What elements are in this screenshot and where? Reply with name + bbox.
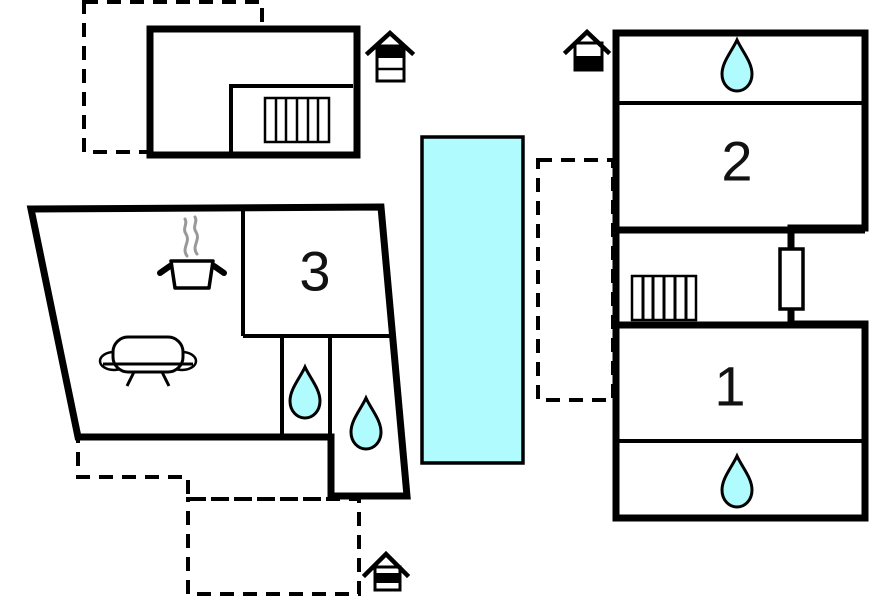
pot-handle-right	[211, 263, 227, 276]
outbuilding-inner-wall	[229, 84, 353, 155]
house-icon	[361, 550, 411, 592]
building-right: 2 1	[612, 29, 869, 522]
pot-handle-left	[157, 263, 173, 276]
house-icon	[364, 29, 416, 83]
stairs-icon	[630, 274, 698, 322]
room-label-3: 3	[299, 240, 330, 303]
stairs-icon	[263, 96, 331, 144]
main-building-inner-walls	[241, 209, 393, 435]
swimming-pool	[420, 135, 525, 465]
terrace-lower-left	[76, 436, 332, 501]
sofa-icon	[98, 335, 198, 387]
outbuilding-top	[146, 25, 361, 159]
pot-body	[169, 259, 215, 290]
right-building-thin-walls	[616, 101, 865, 443]
room-label-1: 1	[714, 355, 745, 418]
steam-icon	[193, 215, 199, 256]
door	[778, 247, 805, 311]
steam-icon	[183, 217, 189, 258]
room-label-2: 2	[721, 130, 752, 193]
cooking-pot-icon	[157, 215, 227, 290]
right-building-bold-walls	[616, 226, 865, 329]
house-icon	[562, 28, 612, 72]
water-droplet-icon	[720, 452, 754, 509]
main-building-outline	[26, 203, 411, 500]
water-droplet-icon	[349, 394, 383, 451]
patio-lower-center	[186, 497, 361, 596]
terrace-right	[536, 158, 615, 402]
water-droplet-icon	[720, 36, 754, 93]
main-building-left: 3	[26, 203, 411, 500]
water-droplet-icon	[288, 363, 322, 420]
